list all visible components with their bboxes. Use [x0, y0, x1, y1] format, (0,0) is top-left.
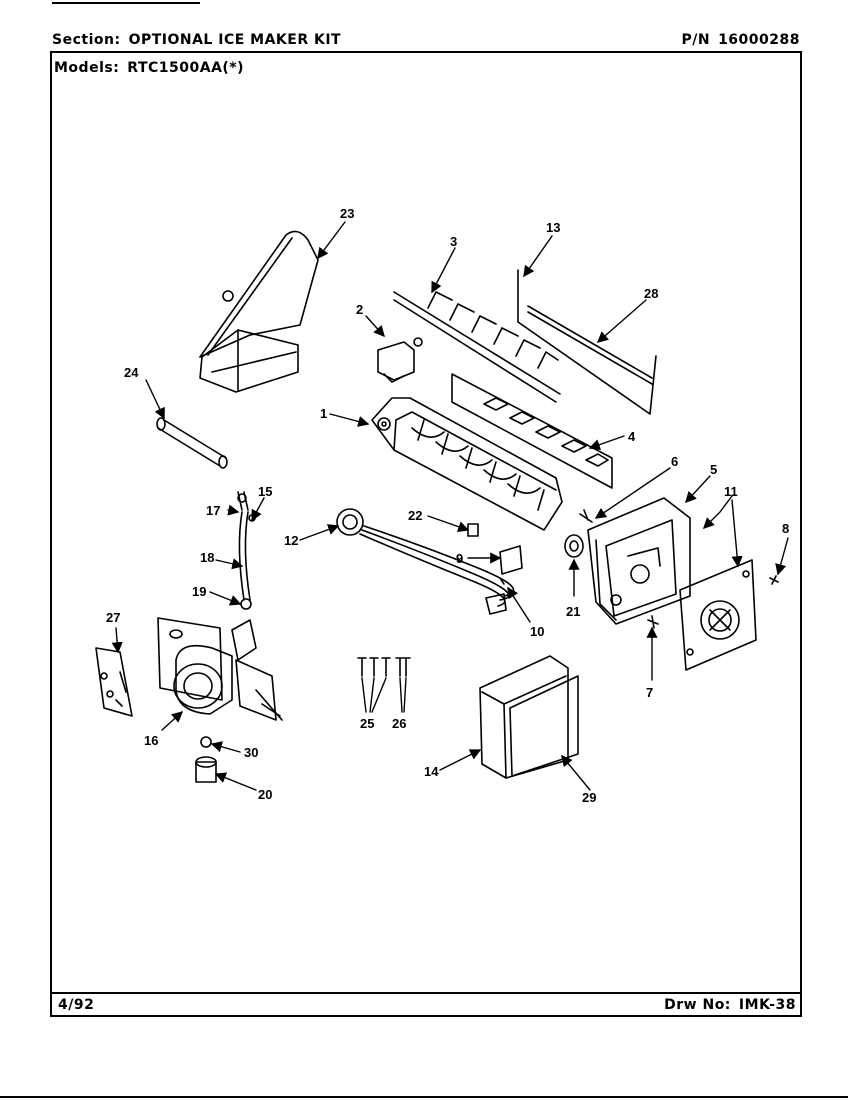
callout-10: 10 — [530, 624, 544, 639]
part-22-clip — [467, 523, 479, 537]
callout-3: 3 — [450, 234, 457, 249]
models-label: Models: RTC1500AA(*) — [54, 60, 244, 76]
models-key: Models: — [54, 60, 120, 76]
callout-24: 24 — [124, 365, 139, 380]
callout-11: 11 — [724, 484, 738, 499]
callout-4: 4 — [628, 429, 636, 444]
drawing-number-value: IMK-38 — [738, 997, 796, 1013]
callout-23: 23 — [340, 206, 354, 221]
part-number: P/N 16000288 — [681, 32, 800, 48]
drawing-number: Drw No: IMK-38 — [664, 997, 796, 1013]
callout-22: 22 — [408, 508, 422, 523]
callout-13: 13 — [546, 220, 560, 235]
top-edge-line — [52, 2, 200, 4]
callout-1: 1 — [320, 406, 327, 421]
part-13-28-shutoff-arm — [517, 269, 657, 415]
part-21-gear — [564, 534, 584, 558]
callout-12: 12 — [284, 533, 298, 548]
callout-17: 17 — [206, 503, 220, 518]
section-label: Section: OPTIONAL ICE MAKER KIT — [52, 32, 341, 48]
part-10-screw — [499, 577, 505, 585]
part-14-29-ice-bin — [479, 655, 579, 779]
part-5-housing — [587, 497, 691, 625]
bottom-edge-line — [0, 1096, 848, 1098]
footer-date: 4/92 — [58, 997, 95, 1013]
part-9-switch — [499, 545, 523, 575]
callout-9: 9 — [456, 551, 463, 566]
part-6-screw — [579, 509, 593, 523]
callout-20: 20 — [258, 787, 272, 802]
part-17-18-fill-tube — [237, 491, 256, 610]
part-number-value: 16000288 — [718, 32, 800, 48]
callout-27: 27 — [106, 610, 120, 625]
part-1-ice-mold — [371, 397, 563, 531]
part-16-water-valve — [157, 617, 283, 721]
part-4-stripper — [451, 373, 613, 489]
part-12-wire-harness — [336, 508, 515, 615]
callout-7: 7 — [646, 685, 653, 700]
leader-lines — [111, 221, 789, 791]
callout-14: 14 — [424, 764, 439, 779]
drawing-frame — [50, 51, 802, 1017]
callout-21: 21 — [566, 604, 580, 619]
callout-30: 30 — [244, 745, 258, 760]
part-25-26-screws — [357, 657, 411, 677]
part-24-shaft — [156, 417, 228, 469]
callout-28: 28 — [644, 286, 658, 301]
models-value: RTC1500AA(*) — [127, 60, 245, 76]
section-key: Section: — [52, 32, 121, 48]
part-27-mounting-plate — [95, 647, 133, 717]
callout-2: 2 — [356, 302, 363, 317]
part-11-control-module — [679, 559, 757, 671]
callout-5: 5 — [710, 462, 717, 477]
section-title: OPTIONAL ICE MAKER KIT — [128, 32, 342, 48]
callout-26: 26 — [392, 716, 406, 731]
drawing-number-key: Drw No: — [664, 997, 731, 1013]
callout-8: 8 — [782, 521, 789, 536]
part-2-thermostat — [377, 337, 423, 383]
callout-25: 25 — [360, 716, 374, 731]
part-7-screw — [647, 615, 659, 629]
part-30-washer — [200, 736, 212, 748]
part-3-ejector — [393, 291, 561, 403]
callout-18: 18 — [200, 550, 214, 565]
part-number-key: P/N — [681, 32, 711, 48]
callout-6: 6 — [671, 454, 678, 469]
callout-29: 29 — [582, 790, 596, 805]
callout-19: 19 — [192, 584, 206, 599]
part-8-screw — [769, 575, 779, 585]
callout-16: 16 — [144, 733, 158, 748]
footer-divider — [50, 992, 802, 994]
callout-15: 15 — [258, 484, 272, 499]
part-20-coupling — [195, 756, 217, 783]
part-23-mounting-bracket — [199, 230, 319, 393]
